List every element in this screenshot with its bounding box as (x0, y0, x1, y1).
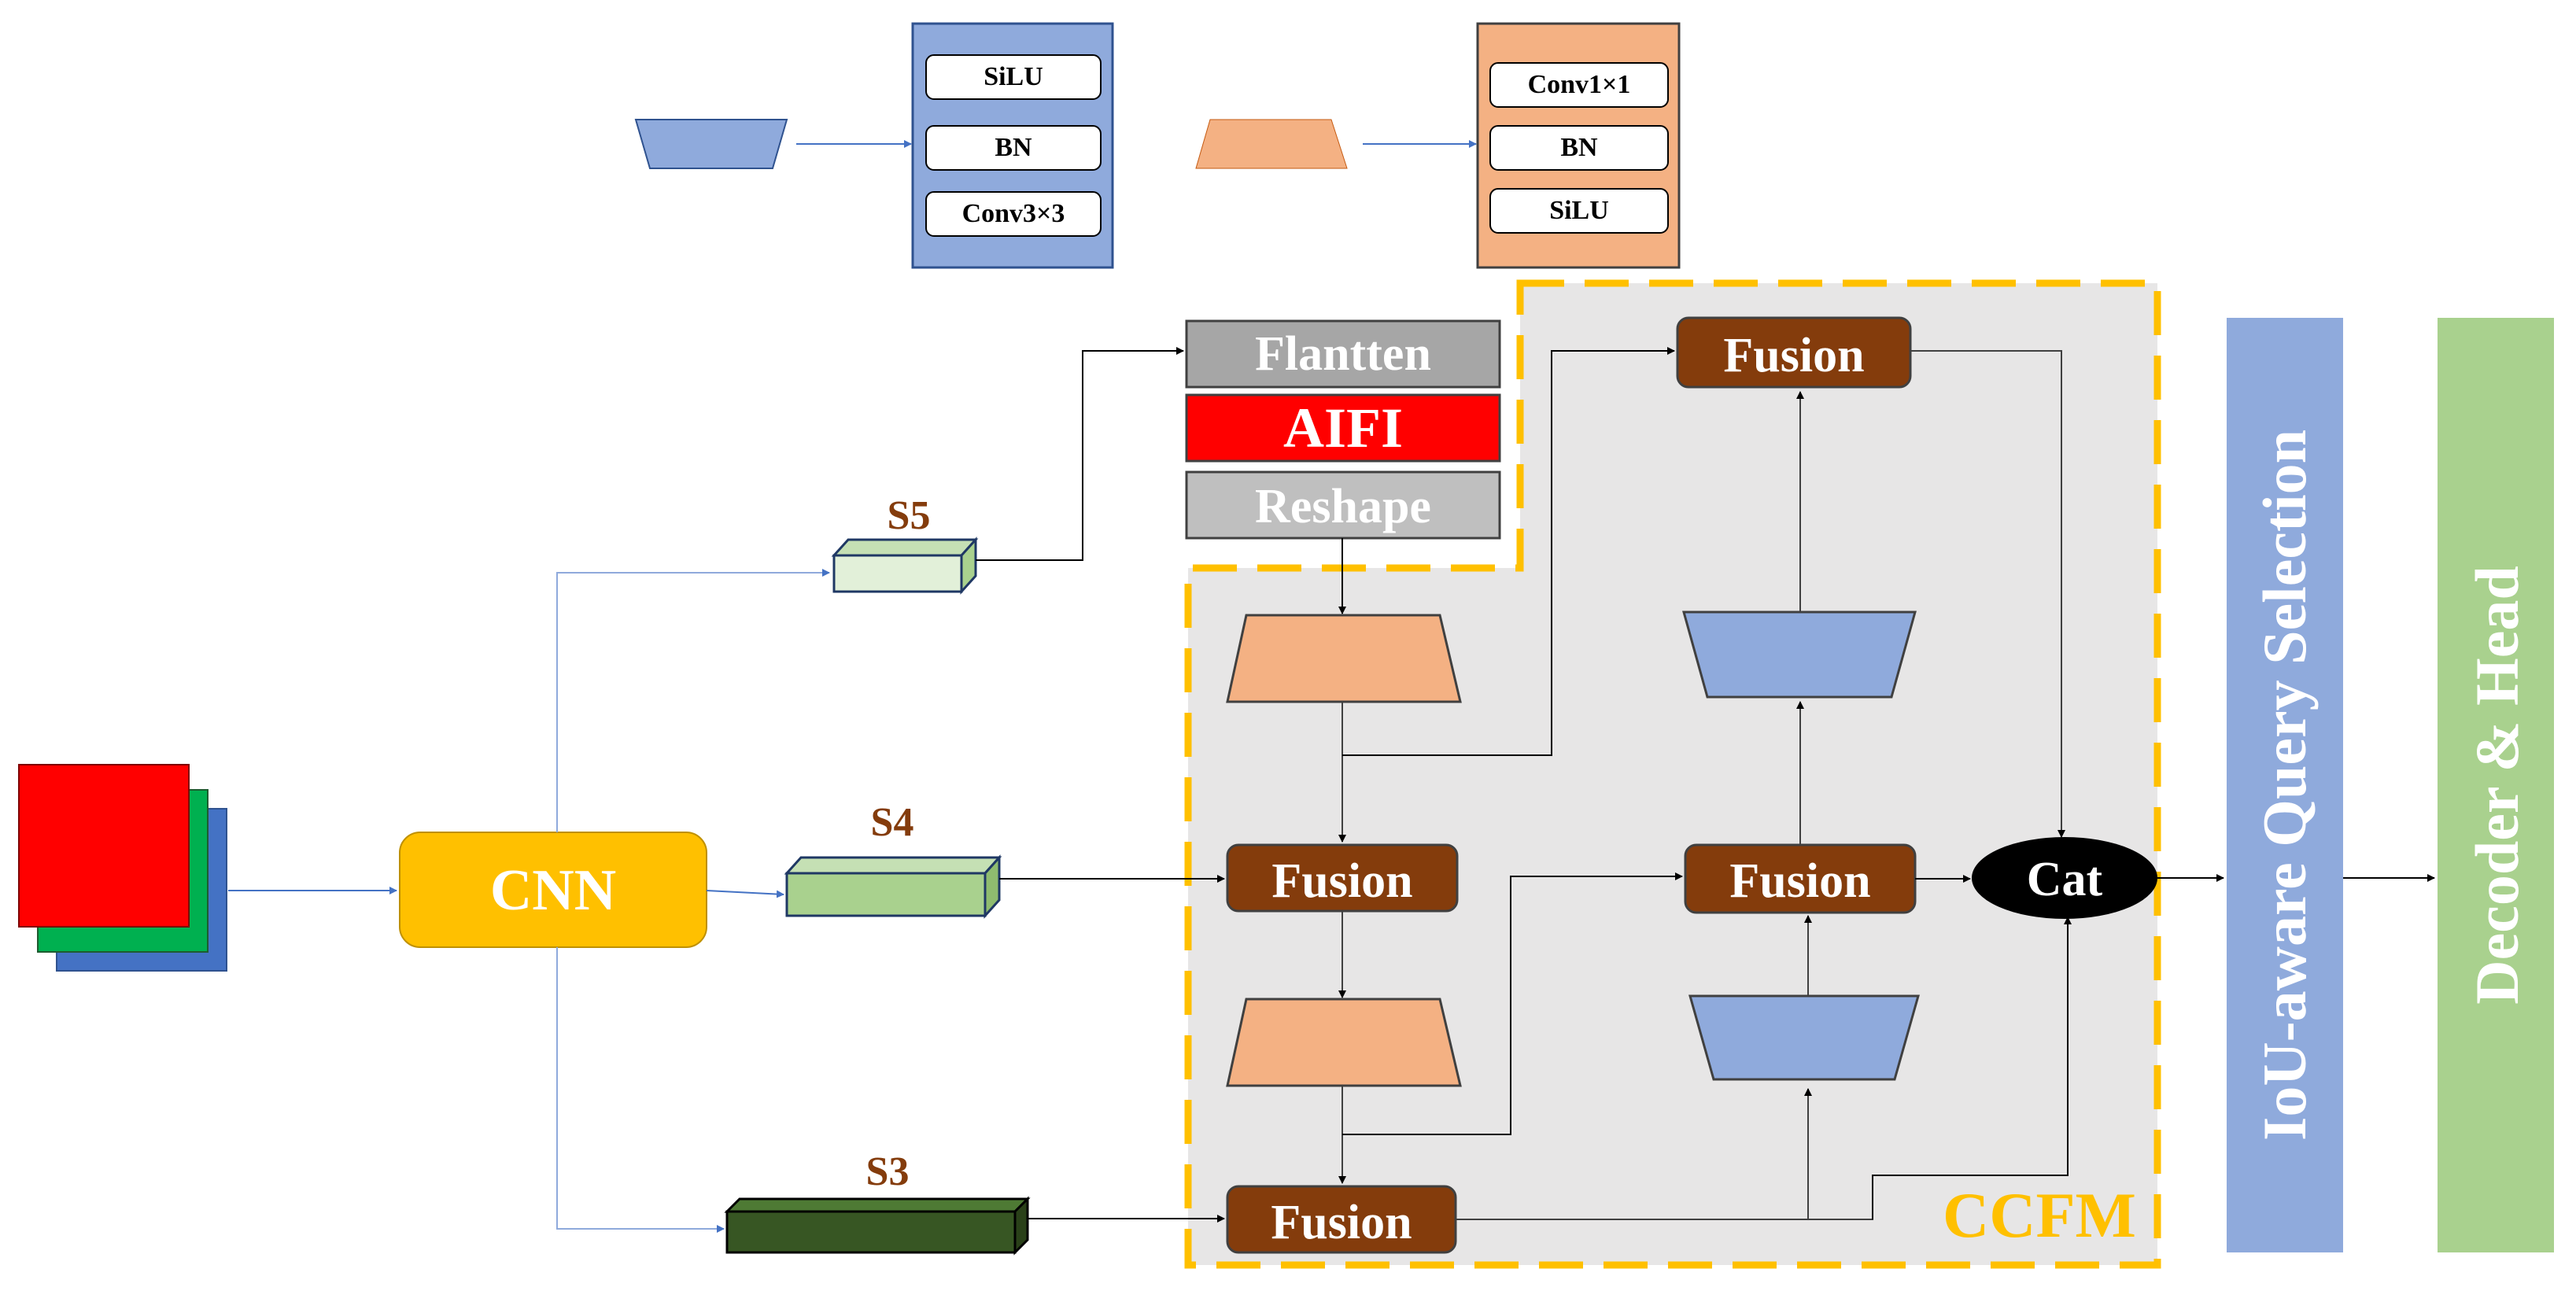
cnn-to-s5-arrow (556, 569, 830, 832)
decoder-head-label: Decoder & Head (2463, 566, 2531, 1004)
legend-orange-item-box (1489, 188, 1669, 234)
legend-orange-item-box (1489, 62, 1669, 108)
s3-label: S3 (866, 1149, 910, 1194)
reshape-label: Reshape (1255, 480, 1431, 533)
skip-to-top-fusion-arrow (1342, 347, 1675, 756)
s3-out-to-cat-arrow (1872, 917, 2072, 1219)
query-selection-block (2227, 318, 2343, 1252)
s4-label: S4 (871, 800, 914, 845)
fusion-block-top (1676, 316, 1912, 389)
flatten-block (1185, 319, 1501, 389)
legend-orange-item-label: SiLU (1549, 196, 1609, 225)
legend-blue-item-label: SiLU (984, 62, 1043, 91)
blue-conv-3x3-bottom (1688, 994, 1920, 1081)
s5-feature-map (831, 537, 979, 595)
legend-orange-item-box (1489, 125, 1669, 171)
cnn-to-s4-arrow (706, 890, 784, 898)
cat-node (1972, 837, 2157, 919)
s5-to-flatten-arrow (976, 347, 1184, 561)
decoder-head-block (2438, 318, 2554, 1252)
orange-conv-1x1-top (1226, 614, 1462, 703)
legend-blue-item-box (925, 191, 1102, 237)
s3-feature-map (724, 1196, 1031, 1256)
fusion-label: Fusion (1729, 854, 1870, 908)
fusion-label: Fusion (1723, 329, 1864, 382)
orange-upsample-trapezoid-icon (1195, 119, 1348, 169)
legend-blue-item-label: Conv3×3 (962, 199, 1065, 228)
blue-conv-3x3-top (1682, 610, 1917, 699)
fusion-label: Fusion (1271, 1196, 1412, 1249)
flatten-label: Flantten (1255, 327, 1431, 381)
legend-orange-item-label: Conv1×1 (1528, 70, 1631, 99)
legend-orange-item-label: BN (1560, 133, 1598, 162)
query-selection-label: IoU-aware Query Selection (2250, 430, 2319, 1141)
skip-to-mid-fusion-arrow (1342, 872, 1683, 1135)
s5-label: S5 (888, 493, 931, 538)
fusion-label: Fusion (1271, 854, 1412, 908)
cnn-label: CNN (490, 858, 616, 923)
s4-feature-map (784, 854, 1002, 919)
aifi-block (1185, 393, 1501, 463)
cnn-to-s3-arrow (556, 947, 725, 1233)
legend-blue-item-box (925, 125, 1102, 171)
top-fusion-to-cat-arrow (1910, 350, 2065, 838)
orange-conv-1x1-bottom (1226, 998, 1462, 1087)
cnn-backbone (399, 832, 707, 948)
legend-blue-item-box (925, 54, 1102, 100)
ccfm-label: CCFM (1943, 1179, 2136, 1251)
aifi-label: AIFI (1283, 397, 1403, 459)
legend-blue-item-label: BN (995, 133, 1032, 162)
legend-orange: Conv1×1 BN SiLU (1195, 22, 1681, 269)
input-image-icon (18, 764, 227, 972)
blue-downsample-trapezoid-icon (634, 119, 788, 169)
cat-label: Cat (2027, 853, 2103, 906)
legend-blue: SiLU BN Conv3×3 (634, 22, 1114, 269)
